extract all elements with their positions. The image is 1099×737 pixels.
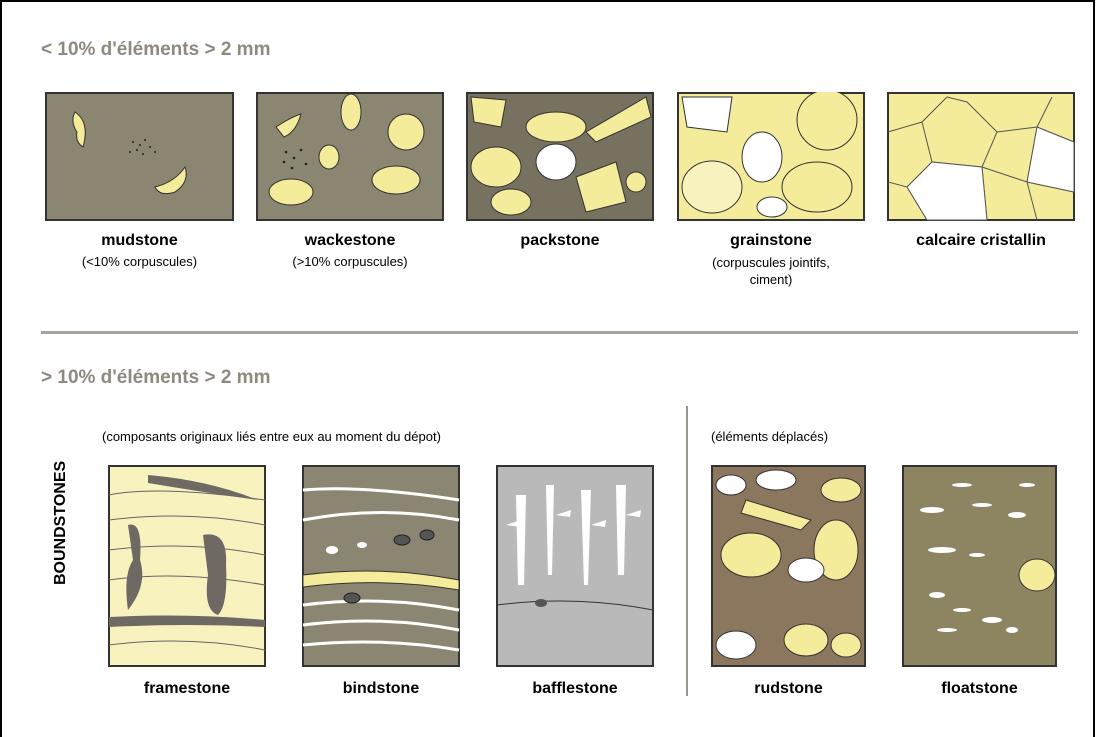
section-title-top: < 10% d'éléments > 2 mm (41, 39, 270, 61)
bafflestone-label: bafflestone (496, 680, 654, 698)
bindstone-illustration (302, 465, 460, 667)
calcaire-cristallin-label: calcaire cristallin (887, 232, 1075, 250)
framestone-label: framestone (108, 680, 266, 698)
wackestone-label: wackestone (256, 232, 444, 250)
wackestone-sublabel: (>10% corpuscules) (256, 254, 444, 269)
rudstone-illustration (711, 465, 866, 667)
rudstone-label: rudstone (711, 680, 866, 698)
grainstone-sublabel: (corpuscules jointifs, ciment) (702, 254, 840, 288)
bafflestone-illustration (496, 465, 654, 667)
calcaire-cristallin-illustration (887, 92, 1075, 221)
packstone-illustration (466, 92, 654, 221)
grainstone-label: grainstone (677, 232, 865, 250)
boundstones-label: BOUNDSTONES (52, 461, 70, 585)
mudstone-illustration (45, 92, 234, 221)
section-divider (41, 331, 1078, 334)
wackestone-illustration (256, 92, 444, 221)
section-title-bottom: > 10% d'éléments > 2 mm (41, 367, 270, 389)
floatstone-illustration (902, 465, 1057, 667)
group-divider (686, 406, 688, 696)
mudstone-label: mudstone (45, 232, 234, 250)
group-label-original: (composants originaux liés entre eux au … (102, 429, 441, 444)
grainstone-illustration (677, 92, 865, 221)
framestone-illustration (108, 465, 266, 667)
bindstone-label: bindstone (302, 680, 460, 698)
floatstone-label: floatstone (902, 680, 1057, 698)
packstone-label: packstone (466, 232, 654, 250)
mudstone-sublabel: (<10% corpuscules) (45, 254, 234, 269)
group-label-displaced: (éléments déplacés) (711, 429, 828, 444)
